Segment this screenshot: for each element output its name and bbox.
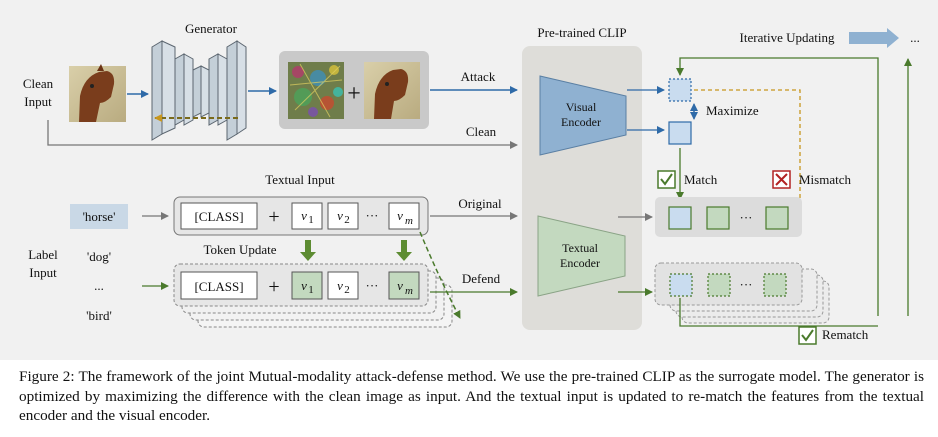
defended-feature-dots: ···	[740, 277, 753, 292]
mismatch-label: Mismatch	[799, 172, 851, 187]
clean-horse-image	[69, 64, 126, 122]
defend-label: Defend	[462, 271, 501, 286]
iterative-updating-label: Iterative Updating	[740, 30, 835, 45]
original-token-v2	[327, 202, 359, 230]
original-token-v2-text: v	[337, 208, 343, 223]
textual-encoder	[537, 215, 626, 297]
original-token-v1	[291, 202, 323, 230]
original-label: Original	[458, 196, 502, 211]
original-token-vm	[388, 202, 420, 230]
generator-title: Generator	[185, 21, 238, 36]
token-update-label: Token Update	[203, 242, 276, 257]
textual-input-title: Textual Input	[265, 172, 335, 187]
original-token-v2-sub: 2	[344, 214, 350, 226]
updated-token-v2-text: v	[337, 278, 343, 293]
textual-encoder-label-1: Textual	[562, 241, 598, 255]
original-class-text: [CLASS]	[194, 209, 243, 224]
adversarial-noise-image	[288, 62, 344, 119]
label-horse-highlight	[70, 204, 128, 229]
horse-image-copy	[364, 62, 420, 119]
original-token-dots: ···	[366, 208, 379, 223]
match-checkbox-icon	[657, 170, 676, 189]
updated-token-v2-sub: 2	[344, 284, 350, 296]
updated-plus-sign: +	[268, 276, 279, 298]
adversarial-visual-feature	[668, 78, 692, 102]
updated-token-vm-text: v	[397, 278, 403, 293]
maximize-label: Maximize	[706, 103, 759, 118]
label-input-title-1: Label	[28, 247, 58, 262]
token-update-arrow-1	[300, 240, 316, 261]
label-input-title-2: Input	[29, 265, 57, 280]
text-feature-dots: ···	[740, 210, 753, 225]
original-token-v1-text: v	[301, 208, 307, 223]
stack-update-curved-arrow	[419, 231, 461, 319]
original-token-vm-text: v	[397, 208, 403, 223]
text-feature-matched	[668, 206, 692, 230]
updated-token-vm-sub: m	[405, 285, 413, 297]
rematch-label: Rematch	[822, 327, 869, 342]
figure-caption: Figure 2: The framework of the joint Mut…	[19, 368, 924, 424]
iterative-arrow-icon	[849, 28, 899, 48]
clean-input-label-1: Clean	[23, 76, 54, 91]
iterative-ellipsis: ...	[910, 30, 920, 45]
updated-token-v1	[291, 271, 323, 300]
token-update-arrow-m	[396, 240, 412, 261]
defended-feature-m	[763, 273, 787, 297]
iterative-loop-arrow	[676, 57, 879, 316]
original-token-v1-sub: 1	[308, 214, 314, 226]
updated-token-v1-text: v	[301, 278, 307, 293]
clean-visual-feature	[668, 121, 692, 145]
generator-network	[151, 40, 247, 141]
updated-class-token	[180, 271, 258, 300]
original-class-token	[180, 202, 258, 230]
updated-token-v1-sub: 1	[308, 284, 314, 296]
plus-sign-image: +	[347, 81, 361, 107]
clean-label: Clean	[466, 124, 497, 139]
mismatch-x-icon	[772, 170, 791, 189]
original-plus-sign: +	[268, 206, 279, 228]
rematch-connector	[679, 298, 878, 327]
defended-feature-2	[707, 273, 731, 297]
visual-encoder	[539, 75, 627, 156]
label-horse: 'horse'	[83, 209, 116, 224]
label-dog: 'dog'	[87, 249, 111, 264]
updated-token-vm	[388, 271, 420, 300]
updated-class-text: [CLASS]	[194, 279, 243, 294]
defended-feature-1	[669, 273, 693, 297]
clean-input-label-2: Input	[24, 94, 52, 109]
text-feature-m	[765, 206, 789, 230]
text-feature-2	[706, 206, 730, 230]
attack-label: Attack	[461, 69, 496, 84]
clip-title: Pre-trained CLIP	[537, 25, 626, 40]
visual-encoder-label-1: Visual	[566, 100, 597, 114]
updated-token-v2	[327, 271, 359, 300]
original-token-vm-sub: m	[405, 215, 413, 227]
visual-encoder-label-2: Encoder	[561, 115, 601, 129]
match-label: Match	[684, 172, 718, 187]
label-dots: ...	[94, 278, 104, 293]
label-bird: 'bird'	[86, 308, 112, 323]
clean-arrow	[47, 120, 518, 149]
updated-token-dots: ···	[366, 278, 379, 293]
rematch-checkbox-icon	[798, 326, 817, 345]
textual-encoder-label-2: Encoder	[560, 256, 600, 270]
